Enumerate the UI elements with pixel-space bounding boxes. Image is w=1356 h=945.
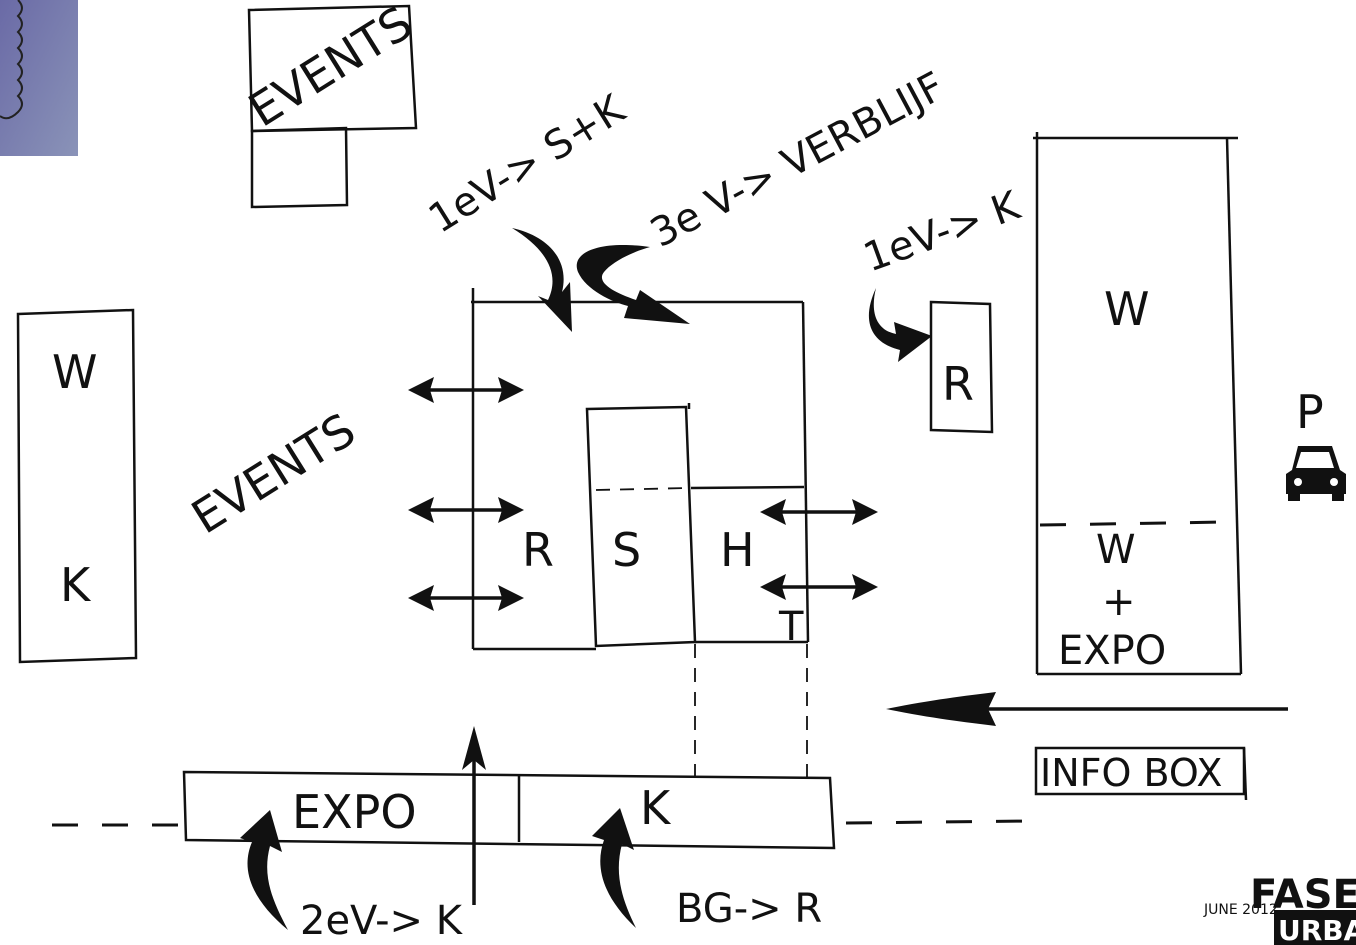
central-building: R S H T (471, 288, 808, 778)
parking-label: P (1296, 385, 1324, 439)
t-center-label: T (778, 604, 804, 650)
s-center-label: S (612, 523, 641, 577)
double-arrow-right-2 (760, 574, 878, 600)
curved-arrow-1ev-sk (512, 228, 572, 332)
double-arrow-left-3 (408, 585, 524, 611)
double-arrow-right-1 (760, 499, 878, 525)
bottom-expo-k-bar: EXPO K (52, 772, 1030, 848)
double-arrow-left-1 (408, 377, 524, 403)
events-left-label: EVENTS (182, 402, 364, 544)
w-right-label: W (1104, 282, 1149, 336)
r-small-block: R (931, 302, 992, 432)
brand-logo-text: URBA (1278, 914, 1356, 945)
brand-date: JUNE 2012 (1203, 902, 1278, 918)
h-center-label: H (720, 523, 755, 577)
w-right-block: W W + EXPO (1033, 132, 1241, 674)
parking-area: P (1286, 385, 1346, 501)
note-bg-r: BG-> R (676, 886, 822, 932)
brand-logo: FASE JUNE 2012 URBA (1203, 872, 1356, 945)
events-top-block: EVENTS (239, 0, 421, 207)
info-box-label: INFO BOX (1040, 751, 1222, 795)
r-small-label: R (942, 357, 974, 411)
stamp-image (0, 0, 78, 156)
w-expo-expo-label: EXPO (1058, 628, 1166, 674)
w-k-left-block: W K (18, 310, 136, 662)
k-bottom-label: K (640, 781, 672, 835)
events-top-label: EVENTS (239, 0, 421, 137)
double-arrow-left-2 (408, 497, 524, 523)
info-box: INFO BOX (1036, 748, 1246, 800)
note-2ev-k: 2eV-> K (300, 898, 464, 944)
note-1ev-k: 1eV-> K (858, 182, 1028, 281)
r-center-label: R (522, 523, 554, 577)
k-left-label: K (60, 558, 92, 612)
note-1ev-sk: 1eV-> S+K (421, 85, 634, 242)
curved-arrow-2ev-k (240, 810, 288, 930)
curved-arrow-3ev-verblijf (577, 245, 690, 324)
w-left-label: W (52, 345, 97, 399)
w-expo-w-label: W (1096, 527, 1136, 573)
w-expo-plus-label: + (1102, 579, 1136, 625)
car-icon (1286, 446, 1346, 501)
curved-arrow-bg-r (592, 808, 636, 928)
curved-arrow-1ev-k (869, 288, 932, 362)
expo-bottom-label: EXPO (292, 785, 417, 839)
long-arrow-left (886, 692, 1288, 726)
vertical-arrow-up (462, 726, 486, 905)
